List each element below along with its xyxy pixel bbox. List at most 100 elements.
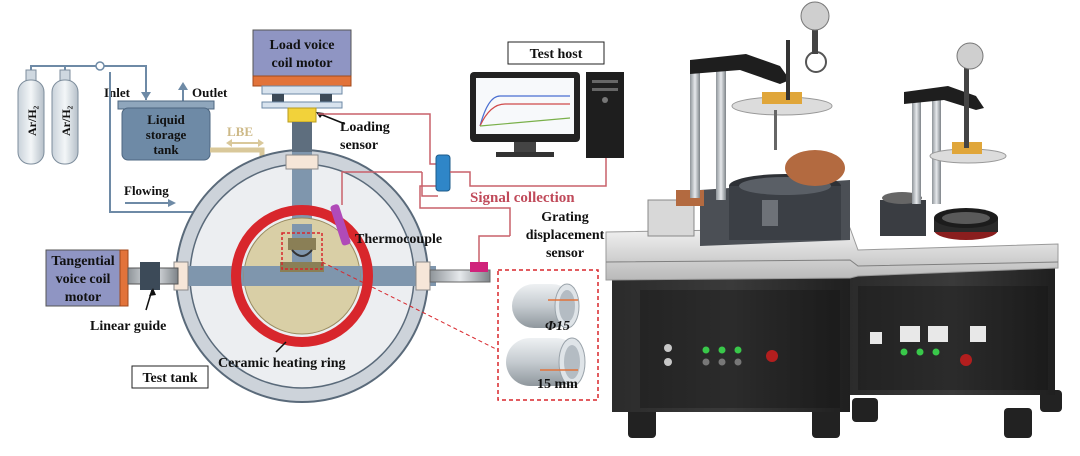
thermocouple bbox=[330, 204, 351, 246]
left-probe bbox=[786, 40, 790, 100]
gas-bottle-1 bbox=[17, 69, 45, 165]
zoom-box bbox=[281, 232, 323, 270]
left-cabinet bbox=[612, 272, 850, 412]
outlet-label: Outlet bbox=[192, 85, 228, 100]
right-probe bbox=[964, 62, 969, 148]
lower-specimen bbox=[280, 262, 324, 272]
grating-sensor bbox=[470, 262, 488, 272]
led-1 bbox=[702, 346, 710, 354]
grating-label-3: sensor bbox=[546, 246, 584, 261]
signal-collection-module bbox=[435, 154, 451, 192]
grating-label-2: displacement bbox=[526, 228, 605, 243]
right-flange bbox=[415, 261, 431, 291]
load-plate-lower bbox=[261, 101, 343, 109]
test-tank-label: Test tank bbox=[142, 371, 197, 386]
lbe-arrow-head-left bbox=[226, 139, 232, 147]
grating-wire bbox=[478, 235, 510, 262]
led-8 bbox=[916, 348, 924, 356]
knob-2 bbox=[664, 358, 672, 366]
top-flange bbox=[285, 154, 319, 170]
display-2 bbox=[900, 326, 920, 342]
tank-label-3: tank bbox=[153, 142, 179, 157]
right-cabinet-panel bbox=[858, 286, 1048, 390]
linear-guide-label: Linear guide bbox=[90, 319, 166, 334]
ceramic-pointer bbox=[275, 341, 287, 353]
right-disk-inner bbox=[942, 212, 990, 224]
loading-pointer bbox=[319, 113, 346, 125]
linear-guide bbox=[140, 262, 160, 290]
thermocouple-wire bbox=[341, 171, 422, 205]
tangential-coil-plate bbox=[119, 249, 129, 307]
copper-part bbox=[785, 150, 845, 186]
load-motor-label-1: Load voice bbox=[270, 38, 335, 53]
tank-label-1: Liquid bbox=[147, 112, 185, 127]
machine-foot-1 bbox=[628, 408, 656, 438]
test-host-label: Test host bbox=[530, 47, 583, 62]
led-5 bbox=[718, 358, 726, 366]
flowing-arrow-head bbox=[168, 199, 176, 207]
loading-signal-wire bbox=[318, 113, 438, 165]
stop-button-left bbox=[766, 350, 778, 362]
led-3 bbox=[734, 346, 742, 354]
gas-bottle-1-label: Ar/H₂ bbox=[25, 105, 39, 136]
liquid-storage-tank bbox=[117, 100, 215, 161]
left-rod-down bbox=[774, 110, 777, 150]
tangential-label-1: Tangential bbox=[51, 254, 114, 269]
host-monitor bbox=[470, 72, 580, 157]
load-voice-coil-motor bbox=[252, 29, 352, 87]
right-gear-block bbox=[880, 200, 926, 236]
outlet-arrow-head bbox=[178, 82, 188, 90]
inlet-arrow-head bbox=[141, 92, 151, 100]
left-clamp bbox=[762, 92, 802, 104]
signal-collection-label: Signal collection bbox=[470, 190, 575, 206]
gas-bottle-2 bbox=[51, 69, 79, 165]
load-plate bbox=[261, 85, 343, 95]
load-motor-label-2: coil motor bbox=[271, 56, 332, 71]
thermo-signal-wire bbox=[421, 172, 438, 197]
stop-button-right bbox=[960, 354, 972, 366]
right-gauge bbox=[956, 42, 984, 70]
left-column-2 bbox=[716, 60, 726, 200]
left-column-1 bbox=[690, 68, 700, 198]
tangential-label-2: voice coil bbox=[56, 272, 111, 287]
top-plate-edge bbox=[605, 259, 1059, 267]
right-rod bbox=[429, 269, 491, 283]
grating-label-1: Grating bbox=[541, 210, 588, 225]
upper-specimen bbox=[288, 238, 316, 250]
left-ring bbox=[805, 51, 827, 73]
tank-label-2: storage bbox=[146, 127, 187, 142]
host-signal-wire bbox=[450, 150, 607, 187]
test-host-label-box bbox=[507, 41, 605, 65]
led-7 bbox=[900, 348, 908, 356]
inner-shaft bbox=[244, 266, 360, 286]
led-2 bbox=[718, 346, 726, 354]
thermocouple-label: Thermocouple bbox=[355, 232, 442, 247]
machine-foot-2 bbox=[812, 408, 840, 438]
tangential-voice-coil-motor bbox=[45, 249, 121, 307]
zoom-line bbox=[321, 261, 499, 351]
knob-1 bbox=[664, 344, 672, 352]
ceramic-heating-ring bbox=[231, 205, 373, 347]
right-column-2 bbox=[932, 92, 941, 204]
loading-rod bbox=[292, 122, 312, 152]
flowing-label: Flowing bbox=[124, 183, 169, 198]
right-cabinet bbox=[850, 265, 1055, 395]
left-gauge bbox=[800, 1, 830, 31]
loading-label-2: sensor bbox=[340, 138, 378, 153]
machine-foot-5 bbox=[1040, 390, 1062, 412]
loading-sensor bbox=[287, 107, 317, 123]
led-4 bbox=[702, 358, 710, 366]
lbe-label: LBE bbox=[227, 124, 253, 139]
tangential-label-3: motor bbox=[65, 290, 102, 305]
grating-signal-wire bbox=[419, 185, 511, 236]
left-arm bbox=[690, 54, 790, 84]
valve-icon bbox=[95, 61, 105, 71]
gas-bottle-2-label: Ar/H₂ bbox=[59, 105, 73, 136]
display-3 bbox=[928, 326, 948, 342]
upper-roller bbox=[512, 283, 580, 329]
right-column-1 bbox=[912, 96, 921, 204]
length-label: 15 mm bbox=[537, 377, 578, 392]
ceramic-ring-label: Ceramic heating ring bbox=[218, 356, 346, 371]
